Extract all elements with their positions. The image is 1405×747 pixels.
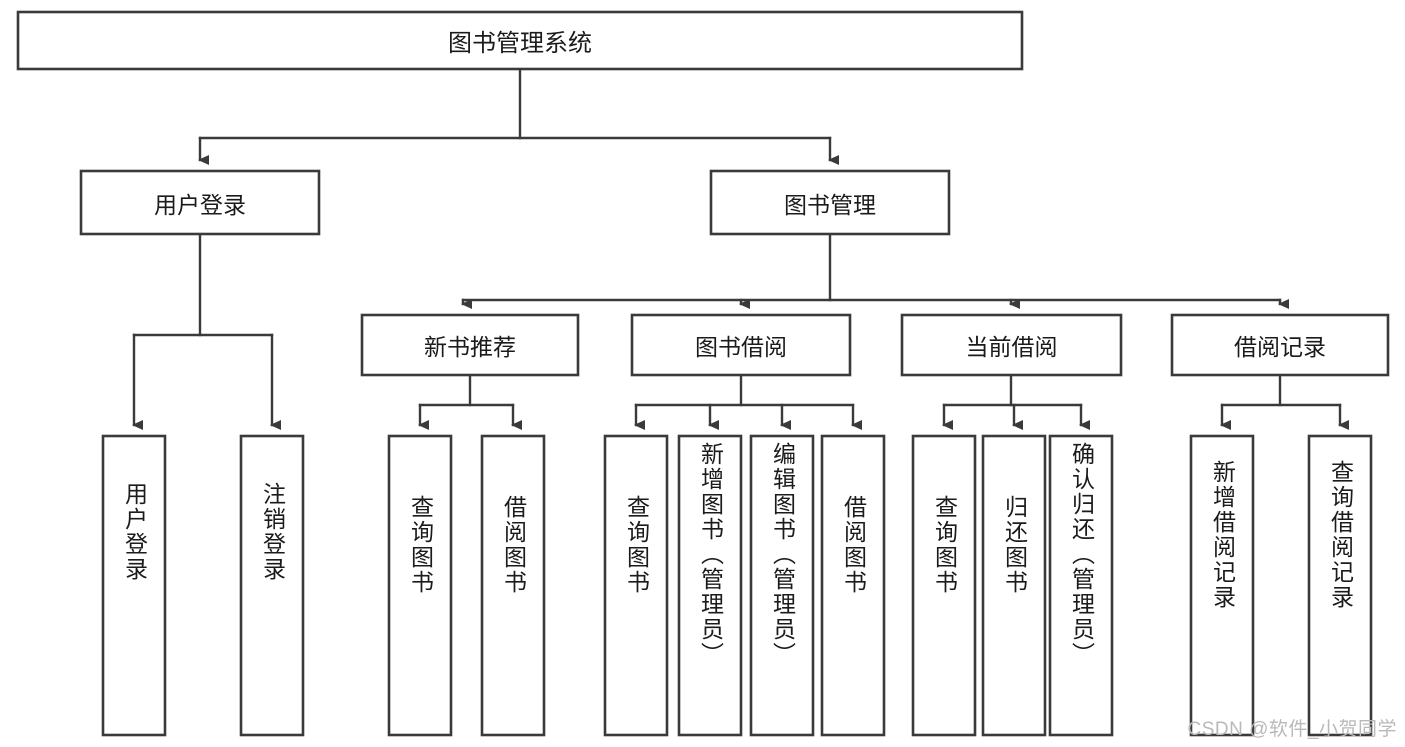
node-box-borrow-record[interactable] bbox=[1170, 313, 1390, 377]
node-box-leaf-confirm-return[interactable] bbox=[1048, 434, 1114, 737]
node-box-leaf-query-book-3[interactable] bbox=[911, 434, 977, 737]
connector-group-new-book-recommend bbox=[418, 373, 522, 430]
node-box-user-login[interactable] bbox=[79, 169, 321, 236]
node-box-leaf-add-book[interactable] bbox=[677, 434, 743, 737]
connector-group-book-management bbox=[461, 232, 1289, 309]
node-box-leaf-query-record[interactable] bbox=[1307, 434, 1373, 737]
node-box-leaf-borrow-book-2[interactable] bbox=[820, 434, 886, 737]
watermark-text: CSDN @软件_小贺同学 bbox=[1187, 719, 1397, 740]
node-box-new-book-recommend[interactable] bbox=[360, 313, 580, 377]
connector-group-borrow-record bbox=[1220, 373, 1349, 430]
node-box-leaf-logout[interactable] bbox=[239, 434, 305, 737]
connector-group-current-borrow bbox=[942, 373, 1090, 430]
connector-group-user-login bbox=[132, 232, 281, 430]
node-box-leaf-user-login[interactable] bbox=[101, 434, 167, 737]
node-box-leaf-query-book-2[interactable] bbox=[603, 434, 669, 737]
connector-group-root bbox=[198, 67, 839, 165]
node-box-leaf-query-book-1[interactable] bbox=[387, 434, 453, 737]
node-box-book-borrow[interactable] bbox=[630, 313, 852, 377]
node-box-current-borrow[interactable] bbox=[900, 313, 1123, 377]
node-box-root[interactable] bbox=[16, 10, 1024, 71]
node-box-leaf-borrow-book-1[interactable] bbox=[480, 434, 546, 737]
node-box-leaf-return-book[interactable] bbox=[981, 434, 1047, 737]
connector-group-book-borrow bbox=[634, 373, 862, 430]
node-box-leaf-add-record[interactable] bbox=[1189, 434, 1255, 737]
node-box-book-management[interactable] bbox=[709, 169, 951, 236]
node-box-leaf-edit-book[interactable] bbox=[749, 434, 815, 737]
